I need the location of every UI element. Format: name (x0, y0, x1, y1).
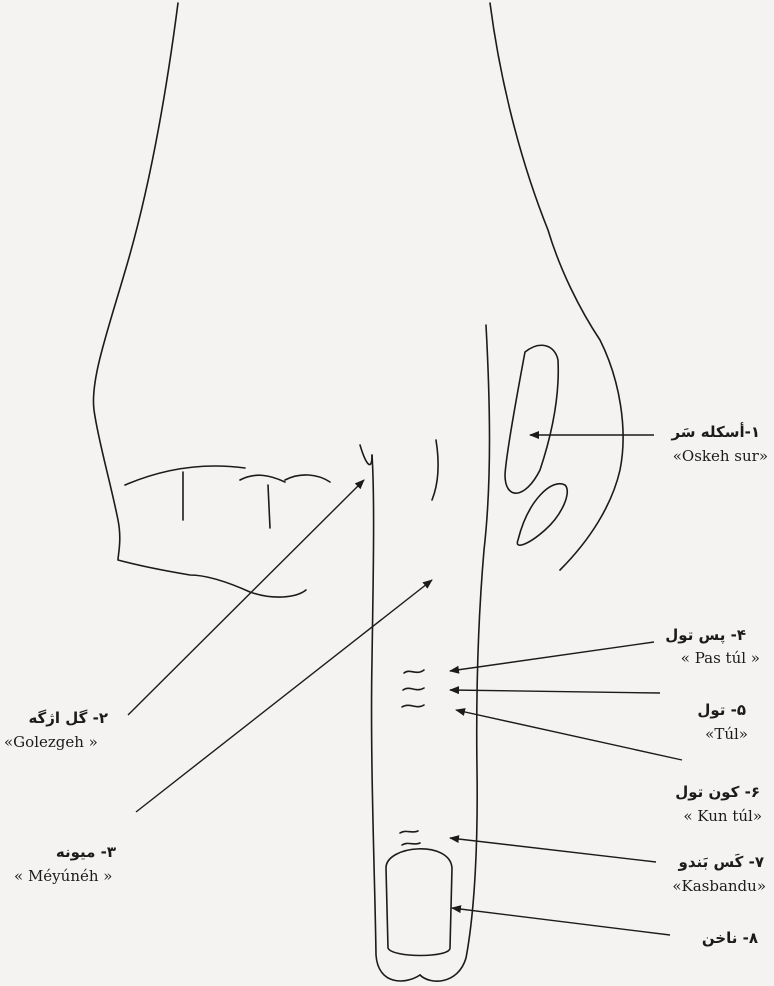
arrow-6 (456, 710, 682, 760)
pointer-arrows (128, 435, 682, 935)
arrow-4 (450, 642, 654, 671)
label-1-persian: ۱-أسکله سَر (650, 422, 760, 442)
label-8-persian: ۸- ناخن (672, 928, 758, 948)
thumbnail (517, 484, 567, 545)
label-2-persian: ۲- گل اژگه (10, 708, 108, 728)
arrow-8 (452, 908, 670, 935)
arrow-5 (450, 690, 660, 693)
arrow-2 (128, 480, 364, 715)
index-finger-right (420, 325, 490, 981)
label-4-persian: ۴- پس تول (650, 625, 746, 645)
label-7-persian: ۷- کَس بَندو (650, 852, 764, 872)
label-5-latin: «Túl» (660, 724, 748, 744)
fingernail (386, 849, 452, 956)
label-2-latin: «Golezgeh » (4, 732, 124, 752)
label-6-persian: ۶- کون تول (650, 782, 760, 802)
hand-outline-left (93, 3, 306, 597)
label-5-persian: ۵- تول (660, 700, 746, 720)
arrow-3 (136, 580, 432, 812)
label-7-latin: «Kasbandu» (650, 876, 766, 896)
index-finger-left (372, 455, 420, 981)
label-1-latin: «Oskeh sur» (636, 446, 768, 466)
arrow-7 (450, 838, 656, 862)
label-6-latin: « Kun túl» (650, 806, 762, 826)
label-4-latin: « Pas túl » (640, 648, 760, 668)
label-3-persian: ۳- میونه (20, 842, 116, 862)
hand-outline-right (490, 3, 623, 570)
thumb-outline (505, 345, 558, 493)
label-3-latin: « Méyúnéh » (14, 866, 138, 886)
